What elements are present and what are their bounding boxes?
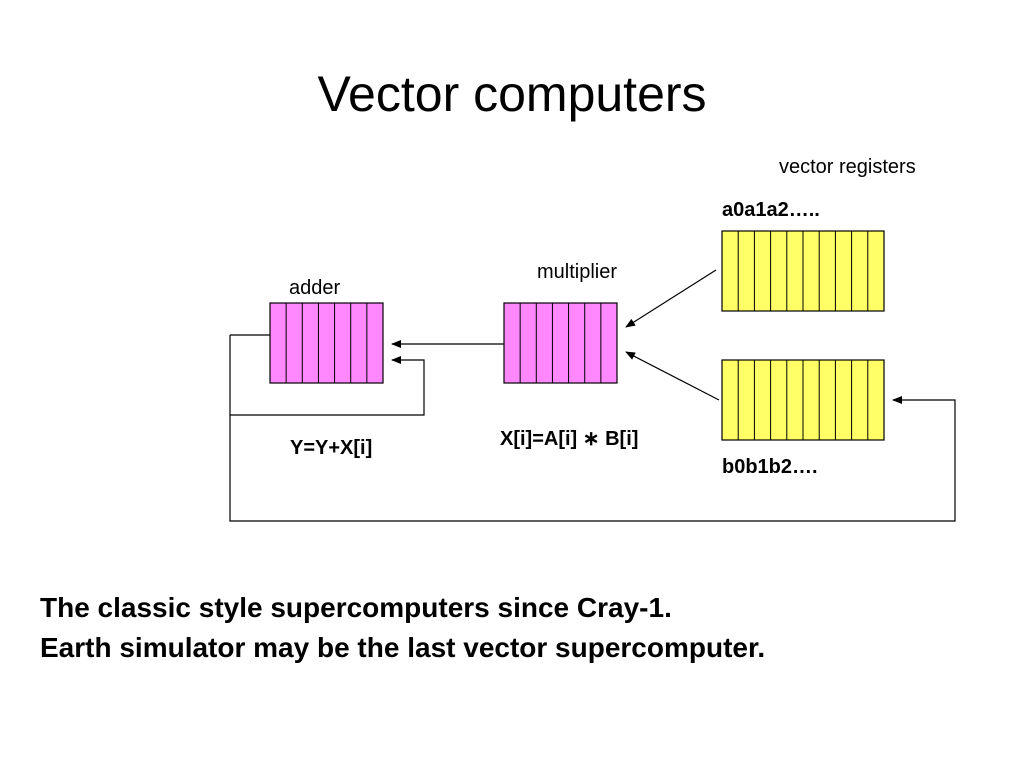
result-path-to-register-b: [229, 396, 956, 522]
register-a: [721, 230, 885, 312]
multiplier-unit: [503, 302, 618, 384]
slide-body: The classic style supercomputers since C…: [40, 588, 765, 668]
adder-label: adder: [289, 277, 341, 299]
vector-registers-label: vector registers: [779, 156, 916, 178]
register-b: [721, 359, 885, 441]
arrow-register-a-to-multiplier: [625, 269, 717, 328]
body-line-1: The classic style supercomputers since C…: [40, 592, 672, 623]
multiplier-label: multiplier: [537, 261, 618, 283]
adder-feedback-loop: [229, 335, 425, 416]
adder-unit: [269, 302, 384, 384]
register-a-label: a0a1a2…..: [722, 199, 820, 221]
multiplier-formula: X[i]=A[i] ∗ B[i]: [500, 428, 639, 450]
adder-formula: Y=Y+X[i]: [290, 437, 373, 459]
arrow-register-b-to-multiplier: [625, 351, 720, 401]
register-b-label: b0b1b2….: [722, 456, 818, 478]
slide-title: Vector computers: [317, 66, 707, 122]
body-line-2: Earth simulator may be the last vector s…: [40, 632, 766, 663]
